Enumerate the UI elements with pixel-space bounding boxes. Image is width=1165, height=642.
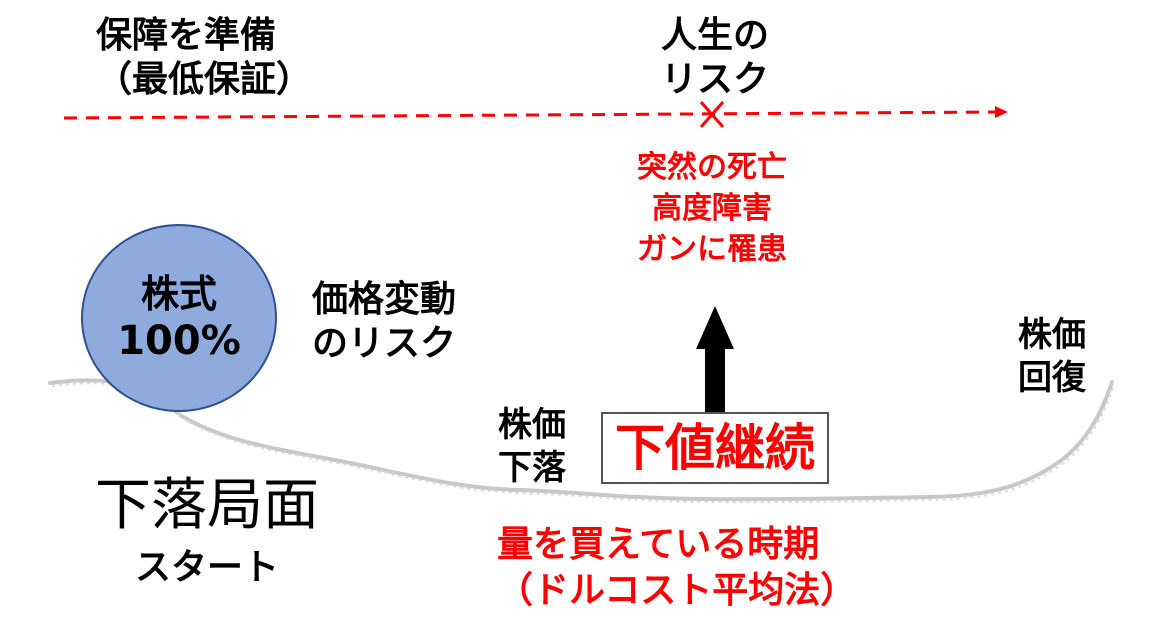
death-risks-list: 突然の死亡 高度障害 ガンに罹患 <box>612 147 812 270</box>
stock-allocation-circle: 株式 100% <box>81 224 277 412</box>
price-risk-line1: 価格変動 <box>312 279 457 320</box>
downtrend-box: 下値継続 <box>601 412 829 484</box>
dollar-cost-averaging-label: 量を買えている時期 （ドルコスト平均法） <box>497 522 856 614</box>
price-fall-line1: 株価 <box>498 405 566 445</box>
stock-circle-percent: 100% <box>117 318 241 364</box>
downtrend-label: 下値継続 <box>615 419 815 477</box>
price-risk-line2: のリスク <box>312 323 457 364</box>
life-risk-line1: 人生の <box>660 15 769 56</box>
guarantee-line-arrowhead <box>995 106 1008 118</box>
dca-line2: （ドルコスト平均法） <box>497 570 857 611</box>
price-fall-line2: 下落 <box>498 448 566 488</box>
stock-circle-title: 株式 <box>140 272 217 316</box>
risk-cross-icon <box>699 101 725 128</box>
up-arrow-icon <box>696 306 734 412</box>
guarantee-dashed-line <box>63 110 997 120</box>
price-recover-label: 株価 回復 <box>1018 314 1086 400</box>
price-recover-line2: 回復 <box>1018 358 1086 398</box>
stock-price-curve <box>48 378 1114 502</box>
decline-start-title: 下落局面 <box>95 473 319 538</box>
decline-start-subtitle: スタート <box>135 547 280 588</box>
price-risk-label: 価格変動 のリスク <box>312 278 456 366</box>
price-fall-label: 株価 下落 <box>498 404 566 490</box>
life-risk-label: 人生の リスク <box>650 14 780 102</box>
guarantee-label-line2: （最低保証） <box>96 59 313 100</box>
price-recover-line1: 株価 <box>1018 315 1086 355</box>
life-risk-line2: リスク <box>660 59 769 100</box>
guarantee-label-line1: 保障を準備 <box>96 15 277 56</box>
death-risk-item: 高度障害 <box>652 191 772 226</box>
death-risk-item: ガンに罹患 <box>637 232 787 267</box>
death-risk-item: 突然の死亡 <box>637 150 787 185</box>
guarantee-label: 保障を準備 （最低保証） <box>96 14 312 102</box>
dca-line1: 量を買えている時期 <box>497 524 820 565</box>
stock-price-curve-shadow <box>51 382 1115 504</box>
